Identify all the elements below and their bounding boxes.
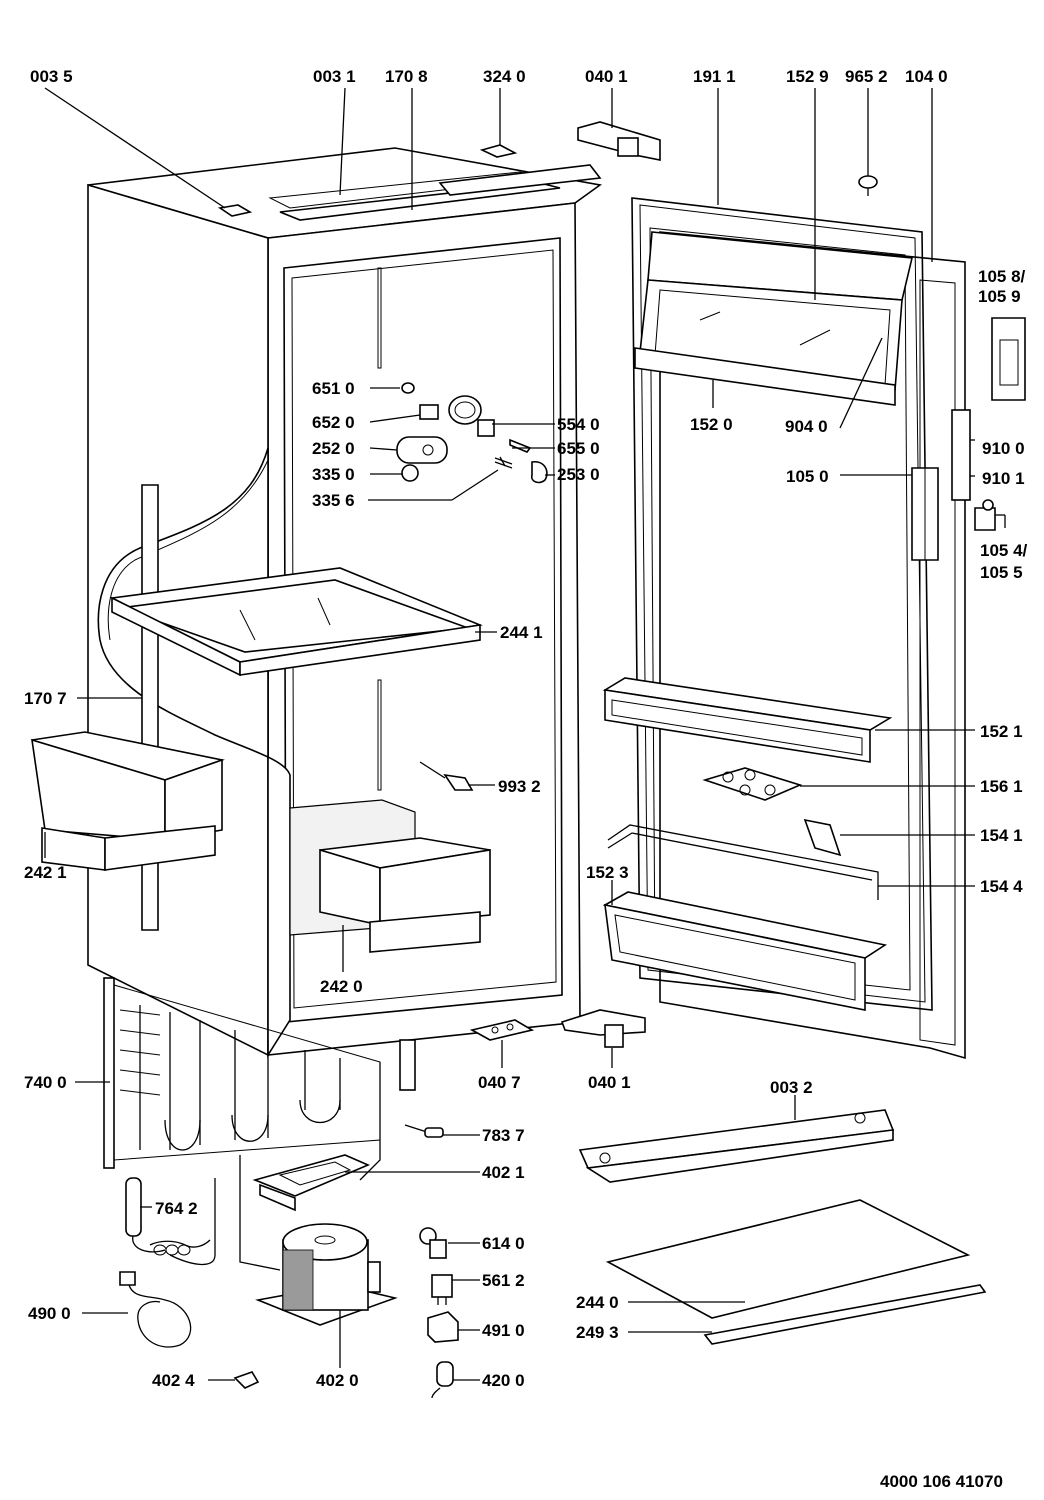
label-4021: 402 1 <box>482 1163 525 1182</box>
label-1059: 105 9 <box>978 287 1021 306</box>
label-0401-bottom: 040 1 <box>588 1073 631 1092</box>
door-drawing <box>631 197 1026 1060</box>
crisper-2420 <box>319 837 491 953</box>
label-1050: 105 0 <box>786 467 829 486</box>
label-9652: 965 2 <box>845 67 888 86</box>
label-2530: 253 0 <box>557 465 600 484</box>
part-labels: 003 5 003 1 170 8 324 0 040 1 191 1 152 … <box>24 67 1028 1491</box>
label-1911: 191 1 <box>693 67 736 86</box>
label-2520: 252 0 <box>312 439 355 458</box>
label-0032: 003 2 <box>770 1078 813 1097</box>
relay-6140 <box>419 1227 447 1259</box>
label-2420: 242 0 <box>320 977 363 996</box>
label-0031: 003 1 <box>313 67 356 86</box>
dryer-7642 <box>125 1177 211 1256</box>
label-5612: 561 2 <box>482 1271 525 1290</box>
plate-0407 <box>469 1019 535 1041</box>
label-6140: 614 0 <box>482 1234 525 1253</box>
label-7837: 783 7 <box>482 1126 525 1145</box>
hinge-cover-0035 <box>217 204 253 217</box>
overload-5612 <box>431 1274 453 1305</box>
label-3350: 335 0 <box>312 465 355 484</box>
crisper-2421 <box>31 731 225 871</box>
label-4020: 402 0 <box>316 1371 359 1390</box>
drawing-number: 4000 106 41070 <box>880 1472 1003 1491</box>
label-1521: 152 1 <box>980 722 1023 741</box>
control-parts <box>396 382 548 484</box>
label-3240: 324 0 <box>483 67 526 86</box>
glass-plate-2440 <box>605 1199 971 1319</box>
label-2440: 244 0 <box>576 1293 619 1312</box>
glass-shelf-2441 <box>109 567 483 677</box>
label-2493: 249 3 <box>576 1323 619 1342</box>
door-shelf-1523 <box>602 891 888 1011</box>
label-3356: 335 6 <box>312 491 355 510</box>
label-6520: 652 0 <box>312 413 355 432</box>
label-1541: 154 1 <box>980 826 1023 845</box>
label-1707: 170 7 <box>24 689 67 708</box>
egg-tray-1561 <box>702 767 803 801</box>
label-2421: 242 1 <box>24 863 67 882</box>
label-4900: 490 0 <box>28 1304 71 1323</box>
sensor-9932 <box>419 761 474 791</box>
top-hinge-0401 <box>577 121 661 161</box>
label-2441: 244 1 <box>500 623 543 642</box>
cover-3240 <box>479 144 518 158</box>
leader-lines <box>44 87 1006 1381</box>
label-1708: 170 8 <box>385 67 428 86</box>
label-1055: 105 5 <box>980 563 1023 582</box>
label-9100: 910 0 <box>982 439 1025 458</box>
label-6510: 651 0 <box>312 379 355 398</box>
label-1054: 105 4/ <box>980 541 1028 560</box>
label-0407: 040 7 <box>478 1073 521 1092</box>
strip-2493 <box>703 1284 987 1345</box>
tube-7837 <box>404 1124 444 1138</box>
dairy-compartment-1529 <box>634 231 913 406</box>
label-1544: 154 4 <box>980 877 1023 896</box>
label-5540: 554 0 <box>557 415 600 434</box>
label-4024: 402 4 <box>152 1371 195 1390</box>
label-4200: 420 0 <box>482 1371 525 1390</box>
label-0401-top: 040 1 <box>585 67 628 86</box>
label-9101: 910 1 <box>982 469 1025 488</box>
condenser-7400 <box>103 977 416 1169</box>
bottle-clip-1541 <box>803 818 842 857</box>
label-0035: 003 5 <box>30 67 73 86</box>
label-7642: 764 2 <box>155 1199 198 1218</box>
label-1058: 105 8/ <box>978 267 1026 286</box>
label-6550: 655 0 <box>557 439 600 458</box>
label-1520: 152 0 <box>690 415 733 434</box>
label-4910: 491 0 <box>482 1321 525 1340</box>
label-1040: 104 0 <box>905 67 948 86</box>
power-cable-4900 <box>119 1271 192 1348</box>
label-9932: 993 2 <box>498 777 541 796</box>
capacitor-4200 <box>431 1361 454 1399</box>
tray-4021 <box>252 1154 371 1212</box>
label-9040: 904 0 <box>785 417 828 436</box>
label-1523: 152 3 <box>586 863 629 882</box>
capillary-tube <box>169 1062 381 1271</box>
door-shelf-1521 <box>602 677 893 763</box>
clip-4024 <box>233 1371 260 1389</box>
label-1561: 156 1 <box>980 777 1023 796</box>
label-1529: 152 9 <box>786 67 829 86</box>
compressor-4020 <box>255 1223 398 1326</box>
cover-4910 <box>427 1311 459 1343</box>
plinth-0032 <box>578 1109 895 1183</box>
label-7400: 740 0 <box>24 1073 67 1092</box>
cap-9652 <box>858 175 878 196</box>
bottom-hinge-0401 <box>560 1009 646 1048</box>
